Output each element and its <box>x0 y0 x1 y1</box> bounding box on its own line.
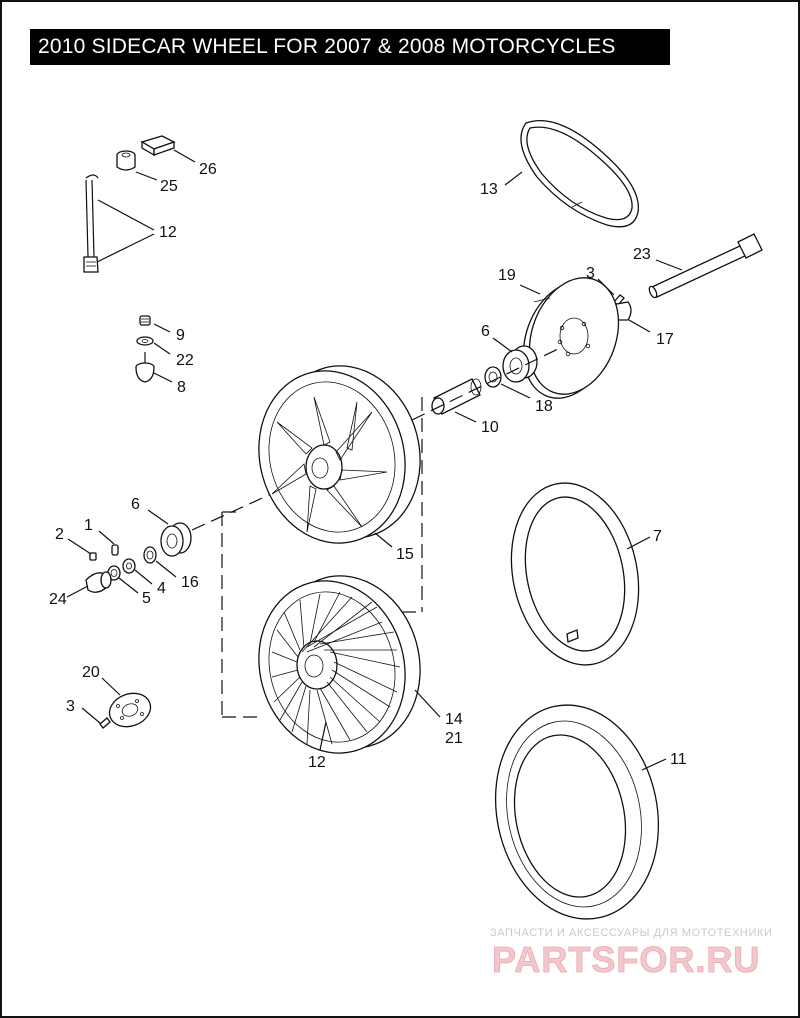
callout-6: 6 <box>481 323 490 340</box>
part-10-spacer <box>431 378 482 415</box>
callout-26: 26 <box>199 161 217 178</box>
part-14-spoke-wheel <box>258 575 421 754</box>
part-7-inner-tube <box>510 482 640 666</box>
callout-7: 7 <box>653 528 662 545</box>
callout-5: 5 <box>142 590 151 607</box>
callout-6-left: 6 <box>131 496 140 513</box>
callout-2: 2 <box>55 526 64 543</box>
callout-24: 24 <box>49 591 67 608</box>
callout-9: 9 <box>176 327 185 344</box>
part-9-valve-cap <box>139 315 151 326</box>
part-12-spoke <box>83 174 99 273</box>
callout-12-lower: 12 <box>308 754 326 771</box>
callout-17: 17 <box>656 331 674 348</box>
part-2-set-screw <box>89 552 97 561</box>
part-26-pad <box>140 135 176 157</box>
callout-20: 20 <box>82 664 100 681</box>
leader-lines <box>66 149 683 771</box>
callout-4: 4 <box>157 580 166 597</box>
callout-labels: 26 25 12 13 23 19 3 9 22 8 6 17 18 10 6 … <box>49 161 687 771</box>
callout-3: 3 <box>586 265 595 282</box>
callout-12: 12 <box>159 224 177 241</box>
callout-11: 11 <box>670 751 687 768</box>
watermark-tagline: ЗАПЧАСТИ И АКСЕССУАРЫ ДЛЯ МОТОТЕХНИКИ <box>490 927 772 939</box>
part-19-disc <box>522 277 620 399</box>
callout-1: 1 <box>84 517 93 534</box>
callout-18: 18 <box>535 398 553 415</box>
watermark: ЗАПЧАСТИ И АКСЕССУАРЫ ДЛЯ МОТОТЕХНИКИ PA… <box>490 927 772 980</box>
part-6-bearing-left <box>160 522 192 557</box>
part-22-valve-nut <box>136 336 154 346</box>
callout-3-lower: 3 <box>66 698 75 715</box>
part-13-belt <box>520 119 639 228</box>
part-15-cast-wheel <box>258 365 421 544</box>
callout-16: 16 <box>181 574 199 591</box>
part-4-washer <box>122 558 136 574</box>
callout-19: 19 <box>498 267 516 284</box>
callout-25: 25 <box>160 178 178 195</box>
callout-15: 15 <box>396 546 414 563</box>
watermark-logo: PARTSFOR.RU <box>492 939 760 980</box>
assembly-axis-lines <box>191 346 563 718</box>
part-24-axle-cap <box>85 571 112 593</box>
part-1-pin <box>111 544 119 556</box>
part-23-axle <box>648 233 763 299</box>
part-25-spoke-nipple <box>116 150 136 171</box>
callout-8: 8 <box>177 379 186 396</box>
part-3-screw-lower <box>99 717 111 729</box>
callout-23: 23 <box>633 246 651 263</box>
part-18-seal <box>484 366 502 388</box>
part-20-flange <box>108 692 152 728</box>
callout-21: 21 <box>445 730 463 747</box>
callout-22: 22 <box>176 352 194 369</box>
part-16-seal <box>143 546 157 564</box>
callout-14: 14 <box>445 711 463 728</box>
diagram-title: 2010 SIDECAR WHEEL FOR 2007 & 2008 MOTOR… <box>30 29 670 65</box>
callout-10: 10 <box>481 419 499 436</box>
part-8-valve-stem <box>135 352 155 383</box>
callout-13: 13 <box>480 181 498 198</box>
part-11-tire <box>494 704 660 920</box>
part-6-bearing <box>502 345 538 383</box>
